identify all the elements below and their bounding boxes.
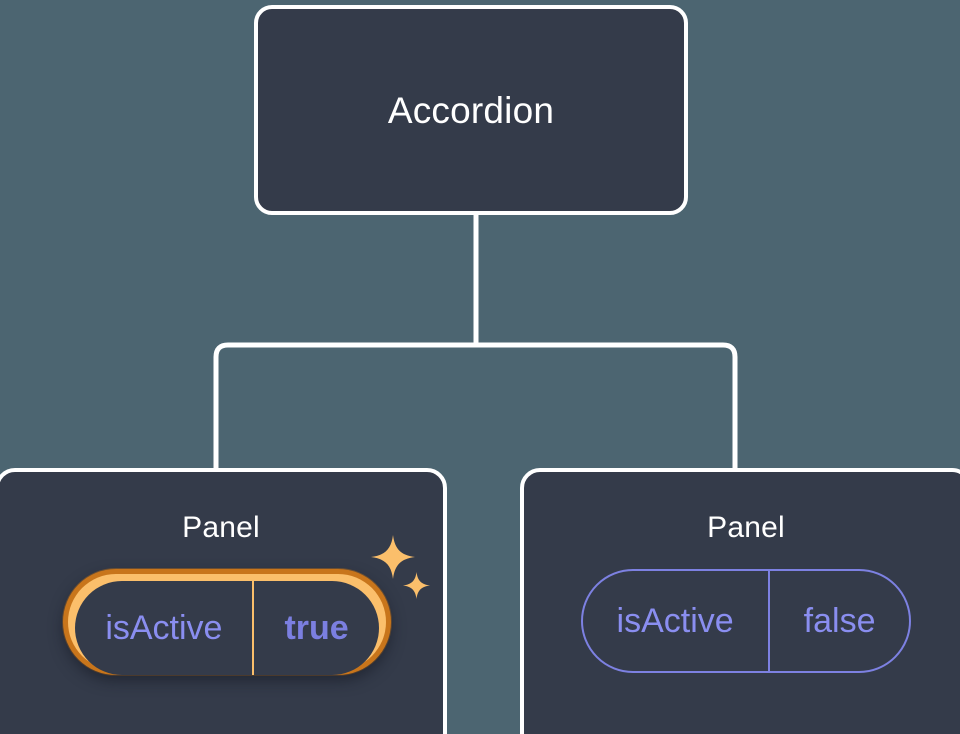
node-accordion-title: Accordion	[387, 89, 555, 131]
prop-pill-active-wrap: isActive true	[0, 535, 449, 675]
sparkle-small-icon	[403, 572, 430, 599]
node-panel-active[interactable]: Panel isActive true	[0, 468, 447, 734]
prop-pill-inactive[interactable]: isActive false	[580, 569, 912, 673]
prop-pill-inactive-wrap: isActive false	[524, 569, 960, 673]
node-panel-active-title: Panel	[182, 511, 260, 544]
prop-key-label: isActive	[105, 609, 223, 647]
prop-value-label: false	[803, 602, 876, 640]
prop-value-label: true	[284, 609, 349, 647]
connector-branch-left	[213, 342, 478, 472]
prop-value-cell: false	[767, 571, 910, 671]
node-accordion[interactable]: Accordion	[254, 5, 688, 215]
node-panel-inactive-title: Panel	[707, 511, 785, 544]
prop-key-cell: isActive	[75, 581, 252, 675]
prop-key-cell: isActive	[583, 571, 768, 671]
node-panel-inactive[interactable]: Panel isActive false	[520, 468, 960, 734]
connector-branch-right	[474, 342, 738, 472]
prop-pill-active-ring: isActive true	[68, 574, 386, 675]
prop-pill-active[interactable]: isActive true	[63, 569, 391, 675]
sparkle-large-icon	[371, 535, 415, 579]
prop-value-cell: true	[252, 581, 378, 675]
prop-key-label: isActive	[616, 602, 734, 640]
prop-pill-active-body: isActive true	[75, 581, 379, 675]
